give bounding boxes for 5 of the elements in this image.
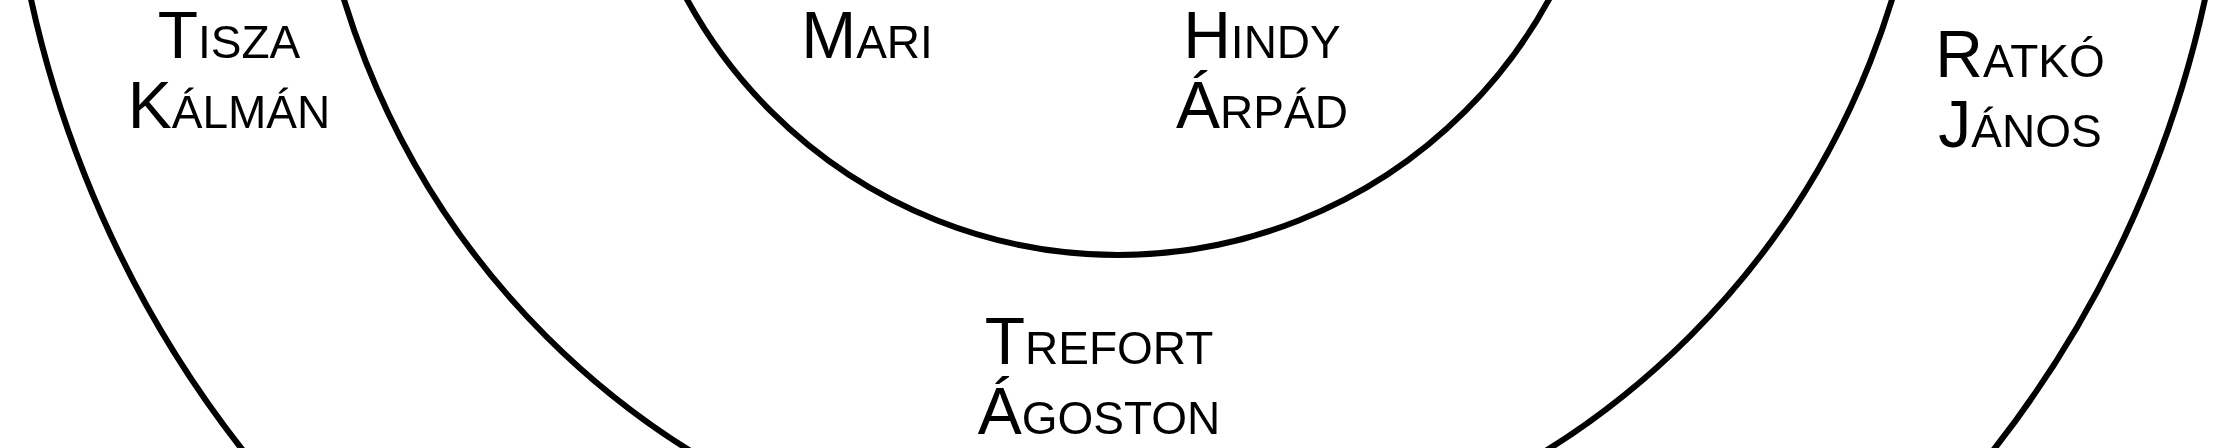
name-label: Mari	[801, 0, 933, 70]
name-label: Ratkó János	[1935, 19, 2105, 159]
name-label: Tisza Kálmán	[127, 0, 331, 140]
name-label: Hindy Árpád	[1176, 0, 1348, 140]
name-label: Trefort Ágoston	[977, 306, 1221, 446]
